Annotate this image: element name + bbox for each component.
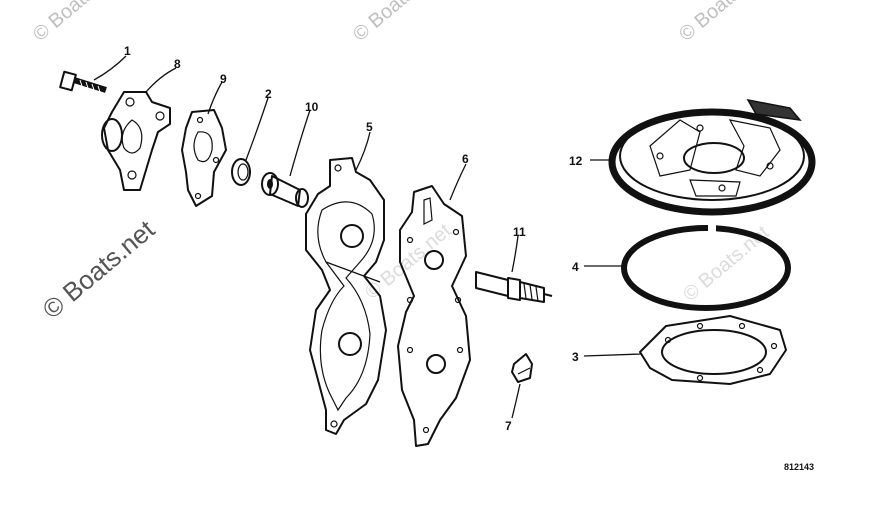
callout-1: 1	[124, 44, 131, 58]
callout-6: 6	[462, 152, 469, 166]
callout-10: 10	[305, 100, 319, 114]
part-valve	[261, 172, 309, 208]
callout-9: 9	[220, 72, 227, 86]
part-head-gasket	[397, 185, 471, 447]
watermark-top-right: © Boats.net	[675, 0, 770, 46]
watermark-left: © Boats.net	[37, 214, 161, 325]
callout-5: 5	[366, 120, 373, 134]
part-stator-plate	[608, 98, 816, 216]
callout-12: 12	[569, 154, 583, 168]
watermark-top-left: © Boats.net	[29, 0, 124, 46]
part-support-plate	[639, 315, 787, 385]
part-seal	[231, 158, 251, 186]
watermark-right: © Boats.net	[679, 221, 774, 305]
part-bracket	[101, 91, 171, 191]
callout-8: 8	[174, 57, 181, 71]
part-retainer-ring	[621, 222, 791, 311]
watermark-top-middle: © Boats.net	[349, 0, 444, 46]
part-spark-plug	[475, 271, 553, 303]
callout-2: 2	[265, 87, 272, 101]
diagram-reference-number: 812143	[784, 462, 814, 472]
callout-labels: 1 8 9 2 10 5 6 11 7 12 4 3	[124, 44, 583, 433]
callout-11: 11	[513, 225, 526, 239]
callout-3: 3	[572, 350, 579, 364]
callout-4: 4	[572, 260, 579, 274]
part-cap	[511, 353, 533, 383]
part-gasket-small	[181, 109, 227, 207]
part-cylinder-head-cover	[305, 157, 387, 435]
part-screw	[59, 70, 107, 93]
leader-lines	[93, 55, 643, 419]
callout-7: 7	[505, 419, 512, 433]
